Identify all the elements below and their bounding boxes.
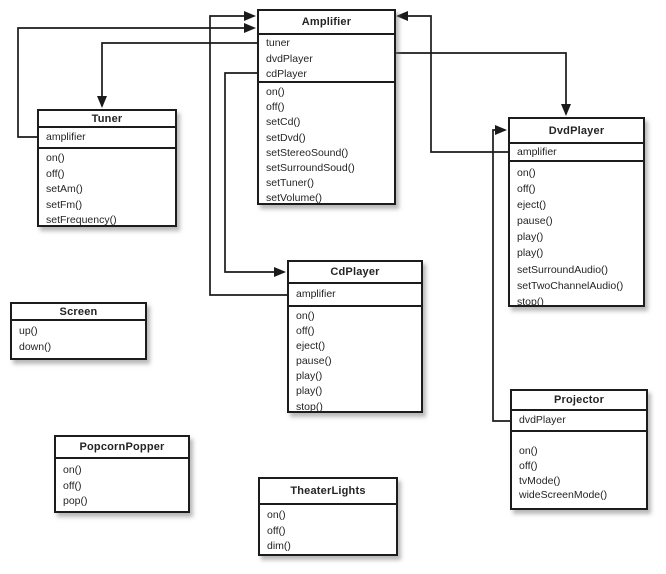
- member-row: setSurroundAudio(): [517, 263, 609, 276]
- class-attributes: amplifier: [39, 128, 175, 149]
- class-attributes: amplifier: [289, 284, 421, 307]
- member-row: off(): [519, 459, 538, 472]
- class-attributes: amplifier: [510, 144, 643, 162]
- member-row: dvdPlayer: [266, 52, 313, 65]
- member-row: amplifier: [46, 131, 86, 143]
- member-row: down(): [19, 340, 52, 353]
- member-row: tvMode(): [519, 474, 561, 487]
- member-row: setSurroundSoud(): [266, 162, 355, 175]
- class-title: Tuner: [39, 111, 175, 128]
- class-title: Projector: [512, 391, 646, 411]
- member-row: on(): [63, 464, 82, 476]
- class-methods: on() off() setAm() setFm() setFrequency(): [39, 149, 175, 229]
- class-methods: on() off() dim(): [260, 505, 396, 555]
- member-row: off(): [267, 524, 286, 537]
- member-row: pause(): [517, 215, 553, 228]
- member-row: off(): [266, 101, 285, 114]
- class-box-projector: Projector dvdPlayer on() off() tvMode() wid…: [510, 389, 648, 510]
- class-box-theaterlights: TheaterLights on() off() dim(): [258, 477, 398, 556]
- member-row: on(): [517, 167, 536, 179]
- member-row: on(): [519, 445, 538, 457]
- class-box-amplifier: Amplifier tuner dvdPlayer cdPlayer on() off…: [257, 9, 396, 205]
- class-box-tuner: Tuner amplifier on() off() setAm() setFm() s…: [37, 109, 177, 227]
- member-row: amplifier: [517, 146, 557, 158]
- member-row: setCd(): [266, 116, 301, 129]
- class-title: Amplifier: [259, 11, 394, 35]
- member-row: setDvd(): [266, 131, 306, 144]
- class-box-popcornpopper: PopcornPopper on() off() pop(): [54, 435, 190, 513]
- class-methods: on() off() pop(): [56, 459, 188, 510]
- class-methods: up() down(): [12, 321, 145, 355]
- member-row: eject(): [517, 199, 547, 212]
- member-row: pop(): [63, 495, 88, 507]
- class-methods: on() off() setCd() setDvd() setStereoSound()…: [259, 83, 394, 207]
- class-title: TheaterLights: [260, 479, 396, 505]
- class-box-dvdplayer: DvdPlayer amplifier on() off() eject() paus…: [508, 117, 645, 310]
- connector-dvdplayer-to-amplifier: [396, 11, 508, 153]
- member-row: on(): [46, 152, 65, 164]
- connector-amplifier-to-dvdplayer: [395, 52, 571, 116]
- class-attributes: tuner dvdPlayer cdPlayer: [259, 35, 394, 83]
- member-row: setTuner(): [266, 177, 315, 190]
- member-row: play(): [296, 370, 323, 383]
- connector-amplifier-to-tuner: [97, 42, 257, 108]
- member-row: eject(): [296, 340, 326, 353]
- class-methods: on() off() eject() pause() play() play() stop(…: [289, 307, 421, 415]
- member-row: play(): [517, 247, 544, 260]
- member-row: stop(): [296, 400, 323, 413]
- member-row: off(): [63, 479, 82, 492]
- class-title: CdPlayer: [289, 262, 421, 284]
- member-row: amplifier: [296, 288, 336, 300]
- class-attributes: dvdPlayer: [512, 411, 646, 432]
- member-row: off(): [46, 167, 65, 180]
- class-box-screen: Screen up() down(): [10, 302, 147, 360]
- member-row: wideScreenMode(): [519, 489, 608, 502]
- member-row: setVolume(): [266, 192, 323, 205]
- member-row: setFm(): [46, 198, 83, 211]
- member-row: cdPlayer: [266, 68, 307, 81]
- member-row: setFrequency(): [46, 214, 117, 226]
- member-row: off(): [517, 183, 536, 196]
- member-row: setTwoChannelAudio(): [517, 279, 624, 292]
- member-row: stop(): [517, 295, 544, 308]
- member-row: pause(): [296, 355, 332, 368]
- class-title: Screen: [12, 304, 145, 321]
- member-row: off(): [296, 325, 315, 338]
- member-row: tuner: [266, 37, 290, 49]
- member-row: dim(): [267, 540, 291, 552]
- class-box-cdplayer: CdPlayer amplifier on() off() eject() pause…: [287, 260, 423, 413]
- member-row: setAm(): [46, 183, 83, 195]
- member-row: setStereoSound(): [266, 146, 349, 159]
- member-row: on(): [267, 509, 286, 521]
- member-row: play(): [517, 231, 544, 244]
- class-title: PopcornPopper: [56, 437, 188, 459]
- member-row: dvdPlayer: [519, 414, 566, 426]
- member-row: play(): [296, 385, 323, 398]
- member-row: on(): [296, 310, 315, 322]
- class-methods: on() off() tvMode() wideScreenMode(): [512, 432, 646, 503]
- class-methods: on() off() eject() pause() play() play() setSu…: [510, 162, 643, 310]
- member-row: on(): [266, 86, 285, 98]
- member-row: up(): [19, 325, 38, 337]
- class-title: DvdPlayer: [510, 119, 643, 144]
